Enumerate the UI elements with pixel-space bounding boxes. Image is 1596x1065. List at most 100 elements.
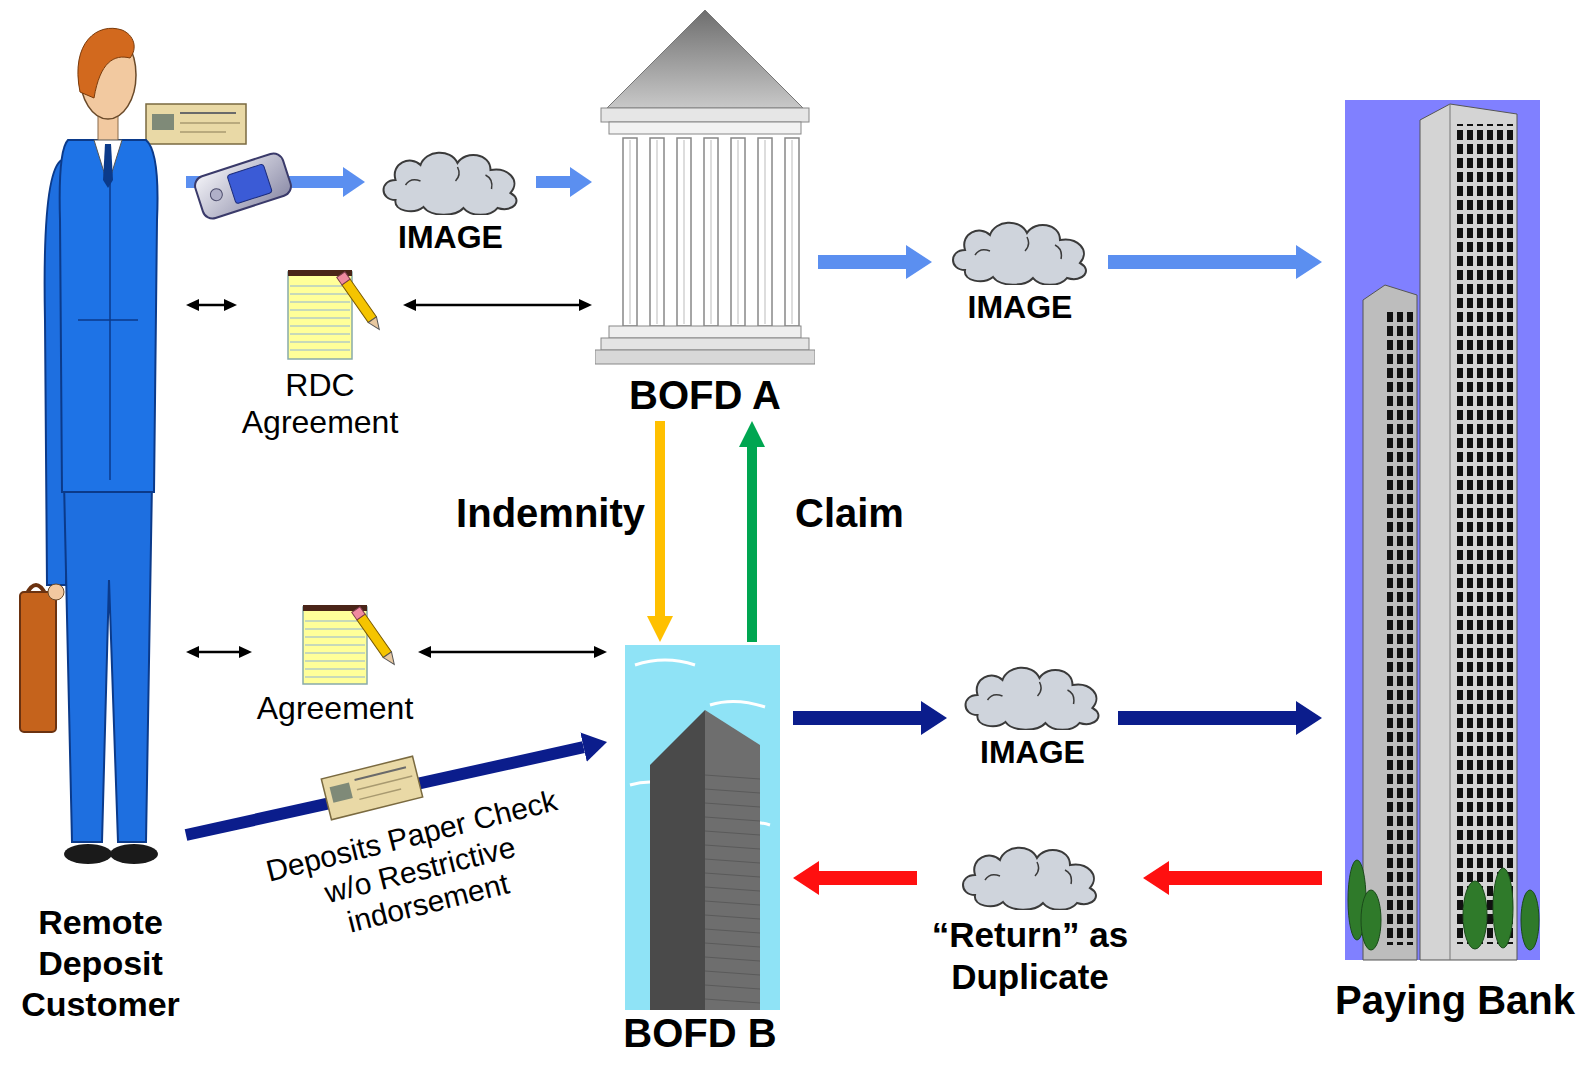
check-line <box>180 112 236 114</box>
check-paper <box>146 104 246 144</box>
cloud-shape <box>966 668 1099 730</box>
node-art <box>18 20 183 895</box>
floor-line <box>705 971 760 975</box>
suit-fold <box>78 180 138 480</box>
check-line <box>359 789 401 799</box>
pencil-eraser <box>337 272 350 285</box>
floor-line <box>705 803 760 807</box>
cloud-outline <box>384 153 517 215</box>
node-art <box>950 660 1115 730</box>
short-tower <box>1363 285 1417 960</box>
node-art <box>920 840 1140 910</box>
agreement-pad: RDC Agreement <box>240 268 400 441</box>
entablature <box>601 108 809 122</box>
notepad <box>288 272 352 359</box>
column <box>731 138 745 326</box>
notepad-rule <box>290 342 350 343</box>
notepad-rule <box>305 677 365 678</box>
column <box>704 138 718 326</box>
check-line <box>355 767 406 780</box>
flow-arrow <box>199 651 239 654</box>
phone-icon <box>192 151 293 221</box>
notepad-rule <box>290 286 350 287</box>
floor-line <box>705 929 760 933</box>
pencil <box>337 272 384 333</box>
entablature <box>609 122 801 134</box>
column-flute <box>765 140 766 324</box>
column-flute <box>684 140 685 324</box>
notepad-rule <box>290 334 350 335</box>
node-label: Remote Deposit Customer <box>18 895 183 1024</box>
hand <box>48 584 64 600</box>
cloud-curl <box>406 167 492 189</box>
cloud-shape <box>963 848 1096 910</box>
check-vignette <box>152 114 174 130</box>
notepad-rule <box>305 637 365 638</box>
notepad-rule <box>305 653 365 654</box>
notepad-rule <box>305 621 365 622</box>
floor-line <box>705 915 760 919</box>
notepad-rule <box>290 294 350 295</box>
cloud-curl <box>985 862 1071 884</box>
tall-tower-windows <box>1455 124 1513 944</box>
tall-tower <box>1420 104 1517 960</box>
flow-arrow <box>416 304 579 307</box>
node-label: IMAGE <box>950 730 1115 771</box>
node-label: BOFD A <box>595 368 815 418</box>
bank-building: BOFD B <box>610 645 790 1054</box>
floor-line <box>705 873 760 877</box>
floor-line <box>705 901 760 905</box>
floor-line <box>705 957 760 961</box>
pencil-eraser <box>352 607 365 620</box>
flow-arrow <box>1118 711 1296 725</box>
floor-line <box>705 789 760 793</box>
tower-front <box>650 710 705 1010</box>
pencil-body <box>357 614 392 657</box>
flow-arrow <box>431 651 594 654</box>
pencil-tip <box>368 317 383 333</box>
cloud-shape <box>384 153 517 215</box>
shoe <box>110 844 158 864</box>
notepad <box>303 607 367 684</box>
node-label: IMAGE <box>368 215 533 256</box>
base-step <box>601 338 809 350</box>
floor-line <box>705 985 760 989</box>
check-paper <box>321 756 422 819</box>
flow-arrow <box>199 304 224 307</box>
node-label: BOFD B <box>610 1010 790 1054</box>
briefcase <box>20 592 56 732</box>
short-tower-windows <box>1387 310 1415 945</box>
notepad-rule <box>290 326 350 327</box>
notepad-rule <box>305 645 365 646</box>
column-flute <box>630 140 631 324</box>
column-flute <box>657 140 658 324</box>
torso <box>60 140 158 492</box>
bank-building: BOFD A <box>595 8 815 418</box>
floor-line <box>705 999 760 1003</box>
legs <box>64 482 152 842</box>
shoe <box>64 844 112 864</box>
flow-arrow <box>747 447 757 642</box>
notepad-rule <box>305 669 365 670</box>
node-art <box>255 603 415 688</box>
backdrop <box>1345 100 1540 960</box>
notepad-rule <box>305 661 365 662</box>
edge-label: Indemnity <box>425 490 645 536</box>
network-cloud: IMAGE <box>368 145 533 256</box>
network-cloud: IMAGE <box>935 215 1105 326</box>
floor-line <box>705 817 760 821</box>
column <box>650 138 664 326</box>
network-cloud: IMAGE <box>950 660 1115 771</box>
node-label: RDC Agreement <box>240 363 400 441</box>
tree <box>1521 890 1539 950</box>
column-flute <box>792 140 793 324</box>
cloud-curl <box>988 682 1074 704</box>
check-line <box>180 131 226 133</box>
cloud-outline <box>963 848 1096 910</box>
floor-line <box>705 887 760 891</box>
hair <box>78 28 134 98</box>
notepad-rule <box>305 629 365 630</box>
node-art <box>610 645 790 1010</box>
sky <box>625 645 780 1010</box>
